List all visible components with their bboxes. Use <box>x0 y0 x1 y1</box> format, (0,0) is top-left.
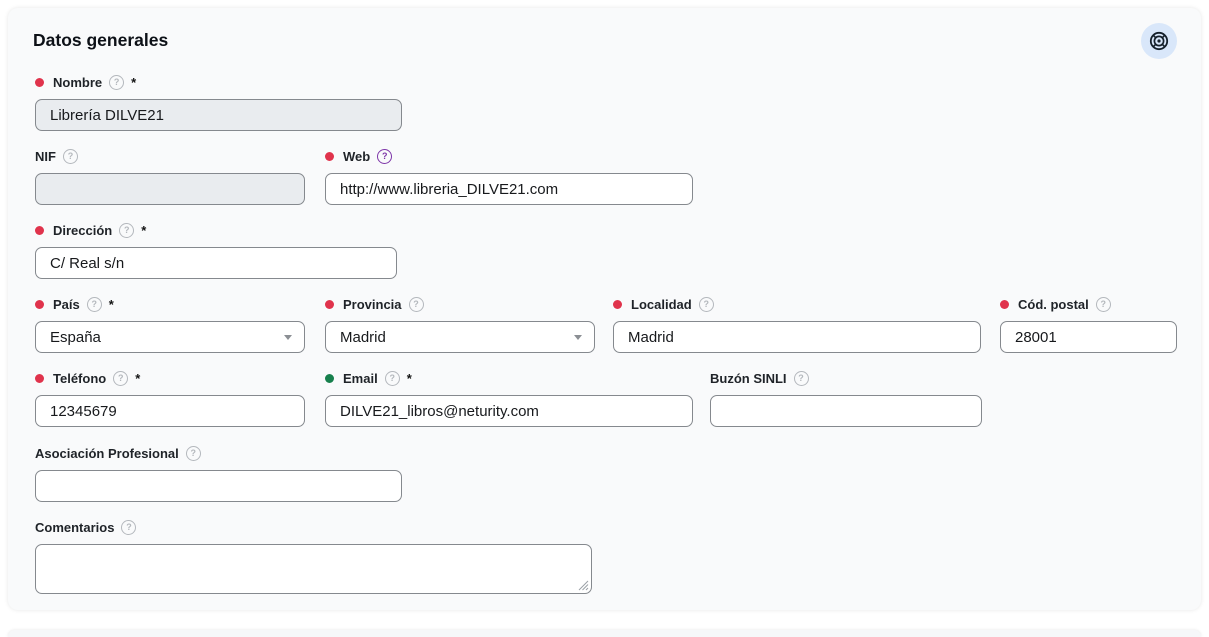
cod-postal-input[interactable] <box>1000 321 1177 353</box>
help-icon[interactable]: ? <box>185 446 201 461</box>
buzon-sinli-input[interactable] <box>710 395 982 427</box>
provincia-select[interactable]: Madrid <box>325 321 595 353</box>
chevron-down-icon <box>284 335 292 340</box>
pais-label: País <box>53 297 80 312</box>
telefono-input[interactable] <box>35 395 305 427</box>
required-dot <box>35 374 44 383</box>
pais-selected-value: España <box>50 328 101 346</box>
field-nif: NIF ? <box>35 148 305 205</box>
required-asterisk: * <box>141 223 147 238</box>
required-asterisk: * <box>406 371 412 386</box>
localidad-label: Localidad <box>631 297 692 312</box>
asociacion-label: Asociación Profesional <box>35 446 179 461</box>
help-icon[interactable]: ? <box>1095 297 1111 312</box>
localidad-input[interactable] <box>613 321 981 353</box>
required-dot <box>35 78 44 87</box>
web-label: Web <box>343 149 371 164</box>
nombre-label: Nombre <box>53 75 103 90</box>
lifebuoy-help-button[interactable] <box>1141 23 1177 59</box>
field-comentarios: Comentarios ? <box>35 519 592 594</box>
datos-generales-card: Datos generales Nombre ? * NIF ? <box>8 8 1201 610</box>
help-icon[interactable]: ? <box>62 149 78 164</box>
nif-input[interactable] <box>35 173 305 205</box>
direccion-input[interactable] <box>35 247 397 279</box>
web-input[interactable] <box>325 173 693 205</box>
required-asterisk: * <box>131 75 137 90</box>
next-section-card-edge <box>8 630 1201 637</box>
field-pais: País ? * España <box>35 296 305 353</box>
pais-select[interactable]: España <box>35 321 305 353</box>
help-icon[interactable]: ? <box>86 297 102 312</box>
help-icon[interactable]: ? <box>698 297 714 312</box>
field-buzon-sinli: Buzón SINLI ? <box>710 370 982 427</box>
help-icon[interactable]: ? <box>408 297 424 312</box>
asociacion-input[interactable] <box>35 470 402 502</box>
provincia-selected-value: Madrid <box>340 328 386 346</box>
required-dot <box>35 226 44 235</box>
comentarios-textarea[interactable] <box>35 544 592 594</box>
help-icon[interactable]: ? <box>793 371 809 386</box>
field-telefono: Teléfono ? * <box>35 370 305 427</box>
field-asociacion-profesional: Asociación Profesional ? <box>35 445 402 502</box>
email-label: Email <box>343 371 378 386</box>
field-nombre: Nombre ? * <box>35 74 402 131</box>
telefono-label: Teléfono <box>53 371 107 386</box>
help-icon[interactable]: ? <box>119 223 135 238</box>
help-icon[interactable]: ? <box>384 371 400 386</box>
nombre-input[interactable] <box>35 99 402 131</box>
email-input[interactable] <box>325 395 693 427</box>
required-dot <box>325 152 334 161</box>
nif-label: NIF <box>35 149 56 164</box>
direccion-label: Dirección <box>53 223 113 238</box>
valid-dot <box>325 374 334 383</box>
comentarios-label: Comentarios <box>35 520 115 535</box>
required-asterisk: * <box>108 297 114 312</box>
field-localidad: Localidad ? <box>613 296 981 353</box>
required-dot <box>35 300 44 309</box>
page-title: Datos generales <box>33 30 169 50</box>
buzon-sinli-label: Buzón SINLI <box>710 371 787 386</box>
help-icon[interactable]: ? <box>113 371 129 386</box>
help-icon[interactable]: ? <box>109 75 125 90</box>
required-dot <box>1000 300 1009 309</box>
field-direccion: Dirección ? * <box>35 222 397 279</box>
field-email: Email ? * <box>325 370 693 427</box>
cod-postal-label: Cód. postal <box>1018 297 1089 312</box>
field-provincia: Provincia ? Madrid <box>325 296 595 353</box>
field-web: Web ? <box>325 148 693 205</box>
provincia-label: Provincia <box>343 297 402 312</box>
required-dot <box>613 300 622 309</box>
lifebuoy-icon <box>1149 31 1169 51</box>
chevron-down-icon <box>574 335 582 340</box>
field-cod-postal: Cód. postal ? <box>1000 296 1177 353</box>
required-dot <box>325 300 334 309</box>
help-icon[interactable]: ? <box>121 520 137 535</box>
help-icon[interactable]: ? <box>377 149 393 164</box>
required-asterisk: * <box>135 371 141 386</box>
